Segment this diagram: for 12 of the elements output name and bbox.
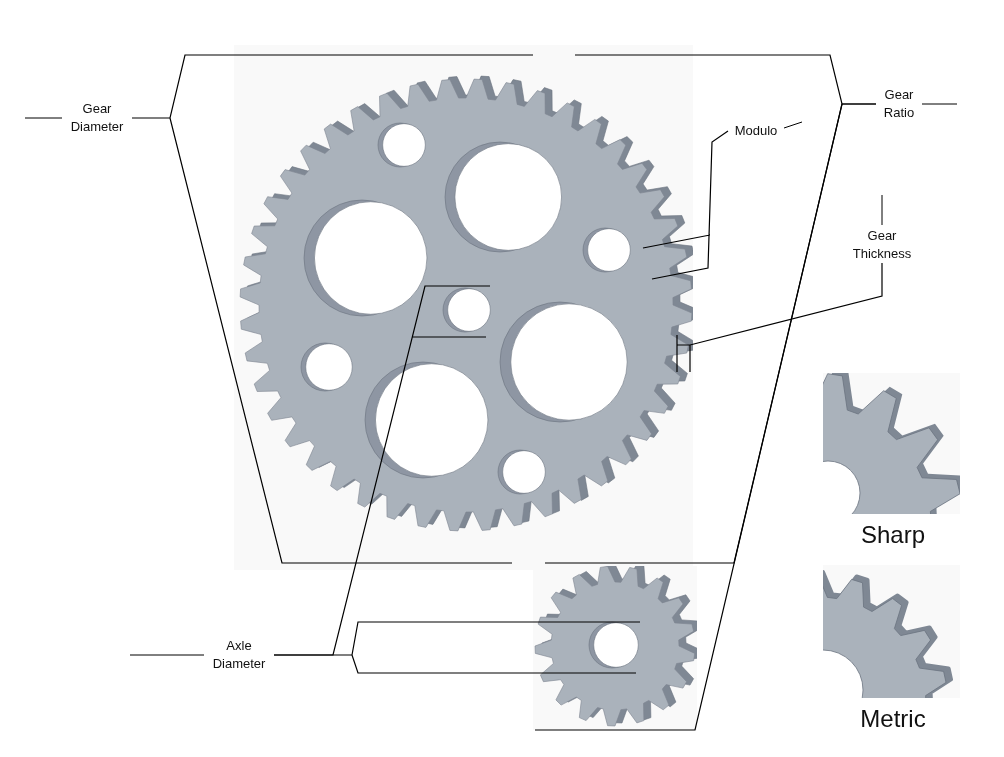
- leader-line: [642, 130, 729, 280]
- leader-line: [676, 262, 883, 373]
- term-label: Gear Thickness: [844, 227, 920, 263]
- term-label: Gear Ratio: [876, 86, 922, 122]
- leader-line: [273, 621, 641, 674]
- term-label: Modulo: [728, 122, 784, 140]
- leader-line: [534, 103, 877, 731]
- caption: Sharp: [859, 521, 926, 549]
- leader-line: [131, 54, 534, 564]
- term-label: Axle Diameter: [204, 637, 274, 673]
- caption: Metric: [859, 705, 927, 733]
- term-label: Gear Diameter: [62, 100, 132, 136]
